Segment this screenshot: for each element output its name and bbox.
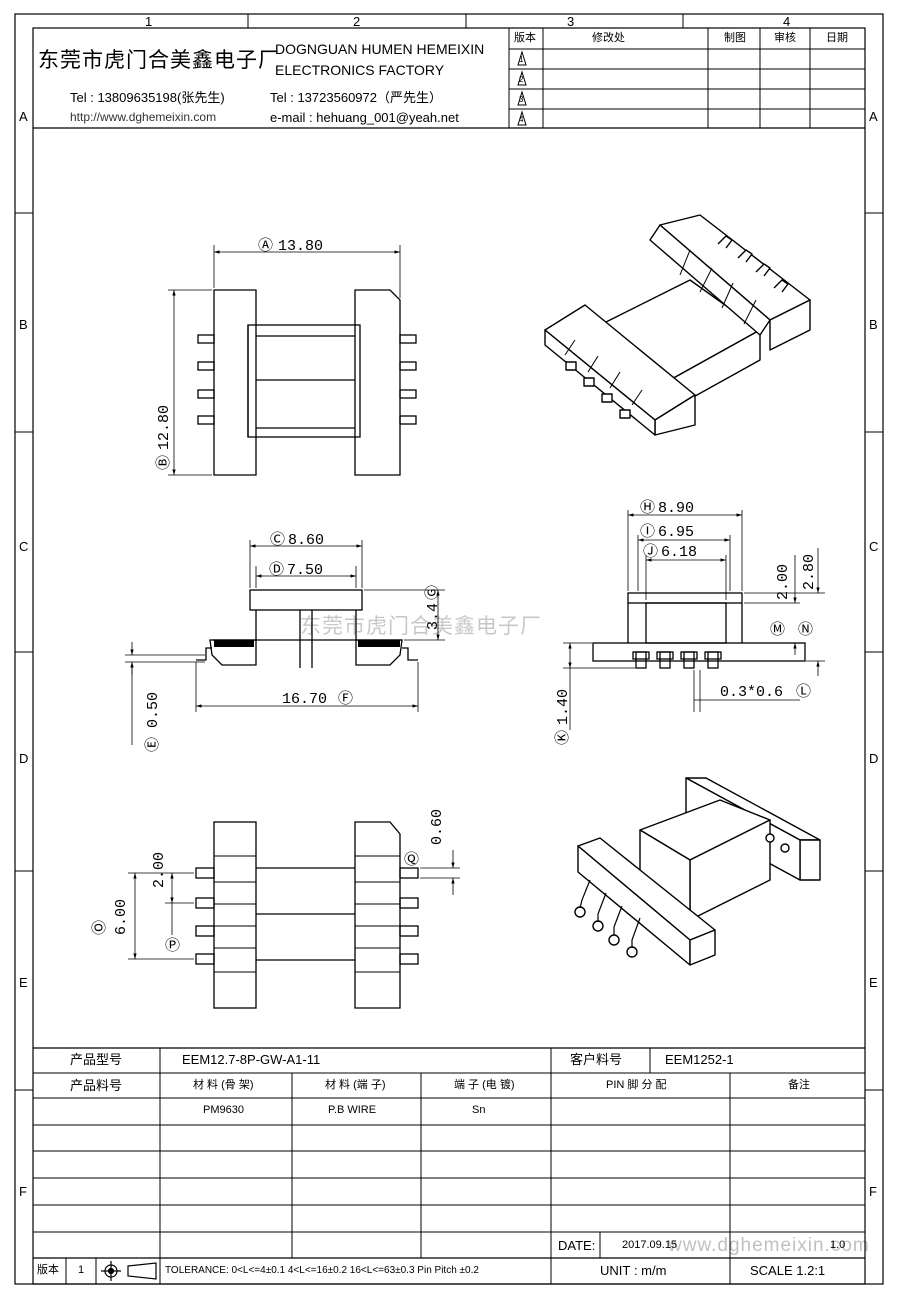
dim-d-value: 7.50 bbox=[287, 562, 323, 579]
website-link[interactable]: http://www.dghemeixin.com bbox=[70, 110, 217, 124]
dim-f-value: 16.70 bbox=[282, 691, 327, 708]
dim-h-label: Ⓗ bbox=[640, 499, 655, 517]
material-bobbin-value: PM9630 bbox=[203, 1104, 244, 1116]
plating-value: Sn bbox=[472, 1104, 486, 1116]
side-view bbox=[592, 592, 806, 669]
material-pin-label: 材 料 (端 子) bbox=[325, 1079, 386, 1091]
rev-header-version: 版本 bbox=[514, 32, 536, 44]
plating-label: 端 子 (电 镀) bbox=[454, 1079, 515, 1091]
page-count: 1.0 bbox=[830, 1239, 846, 1251]
material-pin-value: P.B WIRE bbox=[328, 1104, 377, 1116]
pin-assignment-label: PIN 脚 分 配 bbox=[606, 1079, 667, 1091]
zone-col-3: 3 bbox=[567, 14, 575, 29]
zone-row-e-right: E bbox=[869, 975, 878, 990]
dim-i-label: Ⓘ bbox=[640, 523, 655, 541]
date-label: DATE: bbox=[558, 1238, 596, 1253]
dim-f-label: Ⓕ bbox=[338, 690, 353, 708]
tel-secondary: Tel : 13723560972（严先生） bbox=[270, 90, 442, 105]
company-name-en-1: DOGNGUAN HUMEN HEMEIXIN bbox=[275, 41, 485, 57]
rev-label: 版本 bbox=[37, 1264, 59, 1276]
dim-n-label: Ⓝ bbox=[798, 621, 813, 639]
dim-l-value: 0.3*0.6 bbox=[720, 684, 783, 701]
bottom-view bbox=[195, 821, 419, 1009]
dim-o-value: 6.00 bbox=[113, 899, 130, 935]
rev-header-date: 日期 bbox=[826, 32, 848, 44]
watermark-bottom: www.dghemeixin.com bbox=[668, 1235, 870, 1256]
dim-m-label: Ⓜ bbox=[770, 621, 785, 639]
projection-symbol bbox=[101, 1261, 157, 1281]
dim-k-value: 1.40 bbox=[555, 689, 572, 725]
dim-a-value: 13.80 bbox=[278, 238, 323, 255]
dim-n-value: 2.80 bbox=[801, 554, 818, 590]
product-pn-label: 产品料号 bbox=[70, 1078, 123, 1093]
date-value: 2017.09.15 bbox=[622, 1239, 678, 1251]
dim-o-label: Ⓞ bbox=[91, 920, 109, 935]
rev-mark-4: 4 bbox=[519, 115, 524, 124]
dim-e-label: Ⓔ bbox=[144, 737, 162, 752]
dim-l-label: Ⓛ bbox=[796, 683, 811, 701]
zone-row-f: F bbox=[19, 1184, 27, 1199]
zone-row-f-right: F bbox=[869, 1184, 877, 1199]
email-address[interactable]: e-mail : hehuang_001@yeah.net bbox=[270, 110, 459, 125]
dim-d-label: Ⓓ bbox=[269, 561, 284, 579]
dim-g-label: Ⓖ bbox=[424, 585, 442, 600]
iso-view-top bbox=[544, 214, 811, 436]
company-name-en-2: ELECTRONICS FACTORY bbox=[275, 62, 445, 78]
dim-a-label: Ⓐ bbox=[258, 237, 273, 255]
company-name-cn: 东莞市虎门合美鑫电子厂 bbox=[38, 49, 280, 72]
product-model-label: 产品型号 bbox=[70, 1052, 123, 1067]
unit-label: UNIT : m/m bbox=[600, 1263, 667, 1278]
zone-row-c: C bbox=[19, 539, 29, 554]
top-view bbox=[197, 289, 417, 476]
zone-row-c-right: C bbox=[869, 539, 879, 554]
dim-m-value: 2.00 bbox=[775, 564, 792, 600]
zone-row-d: D bbox=[19, 751, 29, 766]
customer-pn-label: 客户料号 bbox=[570, 1052, 623, 1067]
rev-value: 1 bbox=[78, 1264, 85, 1276]
rev-header-change: 修改处 bbox=[592, 32, 625, 44]
rev-header-check: 审核 bbox=[774, 32, 796, 44]
dim-q-label: Ⓠ bbox=[404, 851, 419, 869]
scale-label: SCALE 1.2:1 bbox=[750, 1263, 826, 1278]
zone-row-d-right: D bbox=[869, 751, 879, 766]
dim-j-label: Ⓙ bbox=[643, 543, 658, 561]
dim-i-value: 6.95 bbox=[658, 524, 694, 541]
remark-label: 备注 bbox=[788, 1079, 810, 1091]
iso-view-bottom bbox=[574, 777, 821, 966]
rev-header-drawn: 制图 bbox=[724, 32, 746, 44]
dim-k-label: Ⓚ bbox=[554, 730, 572, 745]
product-model-value: EEM12.7-8P-GW-A1-11 bbox=[182, 1052, 321, 1067]
zone-row-a: A bbox=[19, 109, 28, 124]
zone-row-e: E bbox=[19, 975, 28, 990]
rev-mark-1: 1 bbox=[519, 55, 524, 64]
zone-row-b-right: B bbox=[869, 317, 878, 332]
customer-pn-value: EEM1252-1 bbox=[665, 1052, 734, 1067]
zone-col-4: 4 bbox=[783, 14, 791, 29]
dim-c-label: Ⓒ bbox=[270, 531, 285, 549]
dim-e-value: 0.50 bbox=[145, 692, 162, 728]
dim-p-value: 2.00 bbox=[151, 852, 168, 888]
rev-mark-2: 2 bbox=[519, 75, 524, 84]
dim-b-label: Ⓑ bbox=[155, 455, 173, 470]
dim-c-value: 8.60 bbox=[288, 532, 324, 549]
material-bobbin-label: 材 料 (骨 架) bbox=[193, 1079, 254, 1091]
watermark-center: 东莞市虎门合美鑫电子厂 bbox=[300, 615, 542, 638]
tel-primary: Tel : 13809635198(张先生) bbox=[70, 90, 225, 105]
zone-row-a-right: A bbox=[869, 109, 878, 124]
zone-row-b: B bbox=[19, 317, 28, 332]
tolerance-note: TOLERANCE: 0<L<=4±0.1 4<L<=16±0.2 16<L<=… bbox=[165, 1265, 479, 1276]
dim-h-value: 8.90 bbox=[658, 500, 694, 517]
dim-j-value: 6.18 bbox=[661, 544, 697, 561]
rev-mark-3: 3 bbox=[519, 95, 524, 104]
zone-col-2: 2 bbox=[353, 14, 361, 29]
zone-col-1: 1 bbox=[145, 14, 153, 29]
dim-q-value: 0.60 bbox=[429, 809, 446, 845]
dim-g-value: 3.4 bbox=[425, 603, 442, 630]
dim-b-value: 12.80 bbox=[156, 405, 173, 450]
dim-p-label: Ⓟ bbox=[165, 937, 180, 955]
